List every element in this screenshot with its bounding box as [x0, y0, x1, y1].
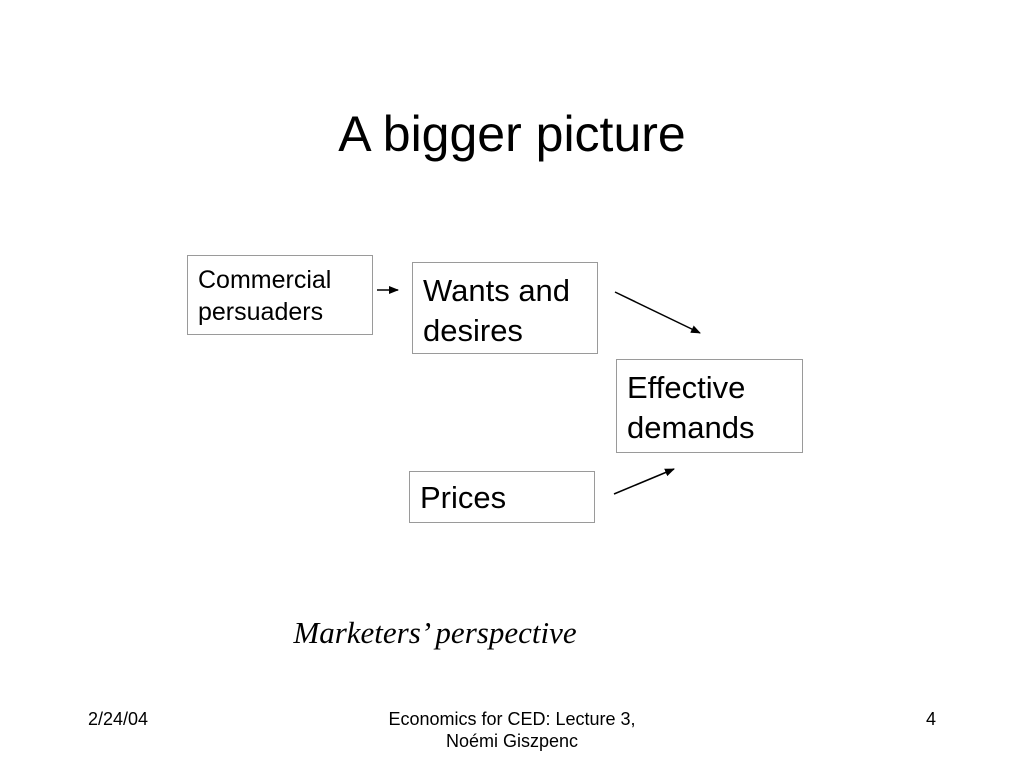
effective-demands-box: Effective demands	[616, 359, 803, 453]
wants-and-desires-box: Wants and desires	[412, 262, 598, 354]
footer-date: 2/24/04	[88, 709, 149, 729]
marketers-perspective-caption: Marketers’ perspective	[293, 615, 577, 650]
slide-title: A bigger picture	[338, 106, 686, 162]
prices-box: Prices	[409, 471, 595, 523]
arrow-wants-to-effective	[614, 291, 701, 334]
page-number: 4	[925, 709, 936, 729]
footer-lecture-info: Economics for CED: Lecture 3, Noémi Gisz…	[388, 709, 636, 751]
arrow-prices-to-effective	[613, 468, 675, 495]
commercial-persuaders-box: Commercial persuaders	[187, 255, 373, 335]
